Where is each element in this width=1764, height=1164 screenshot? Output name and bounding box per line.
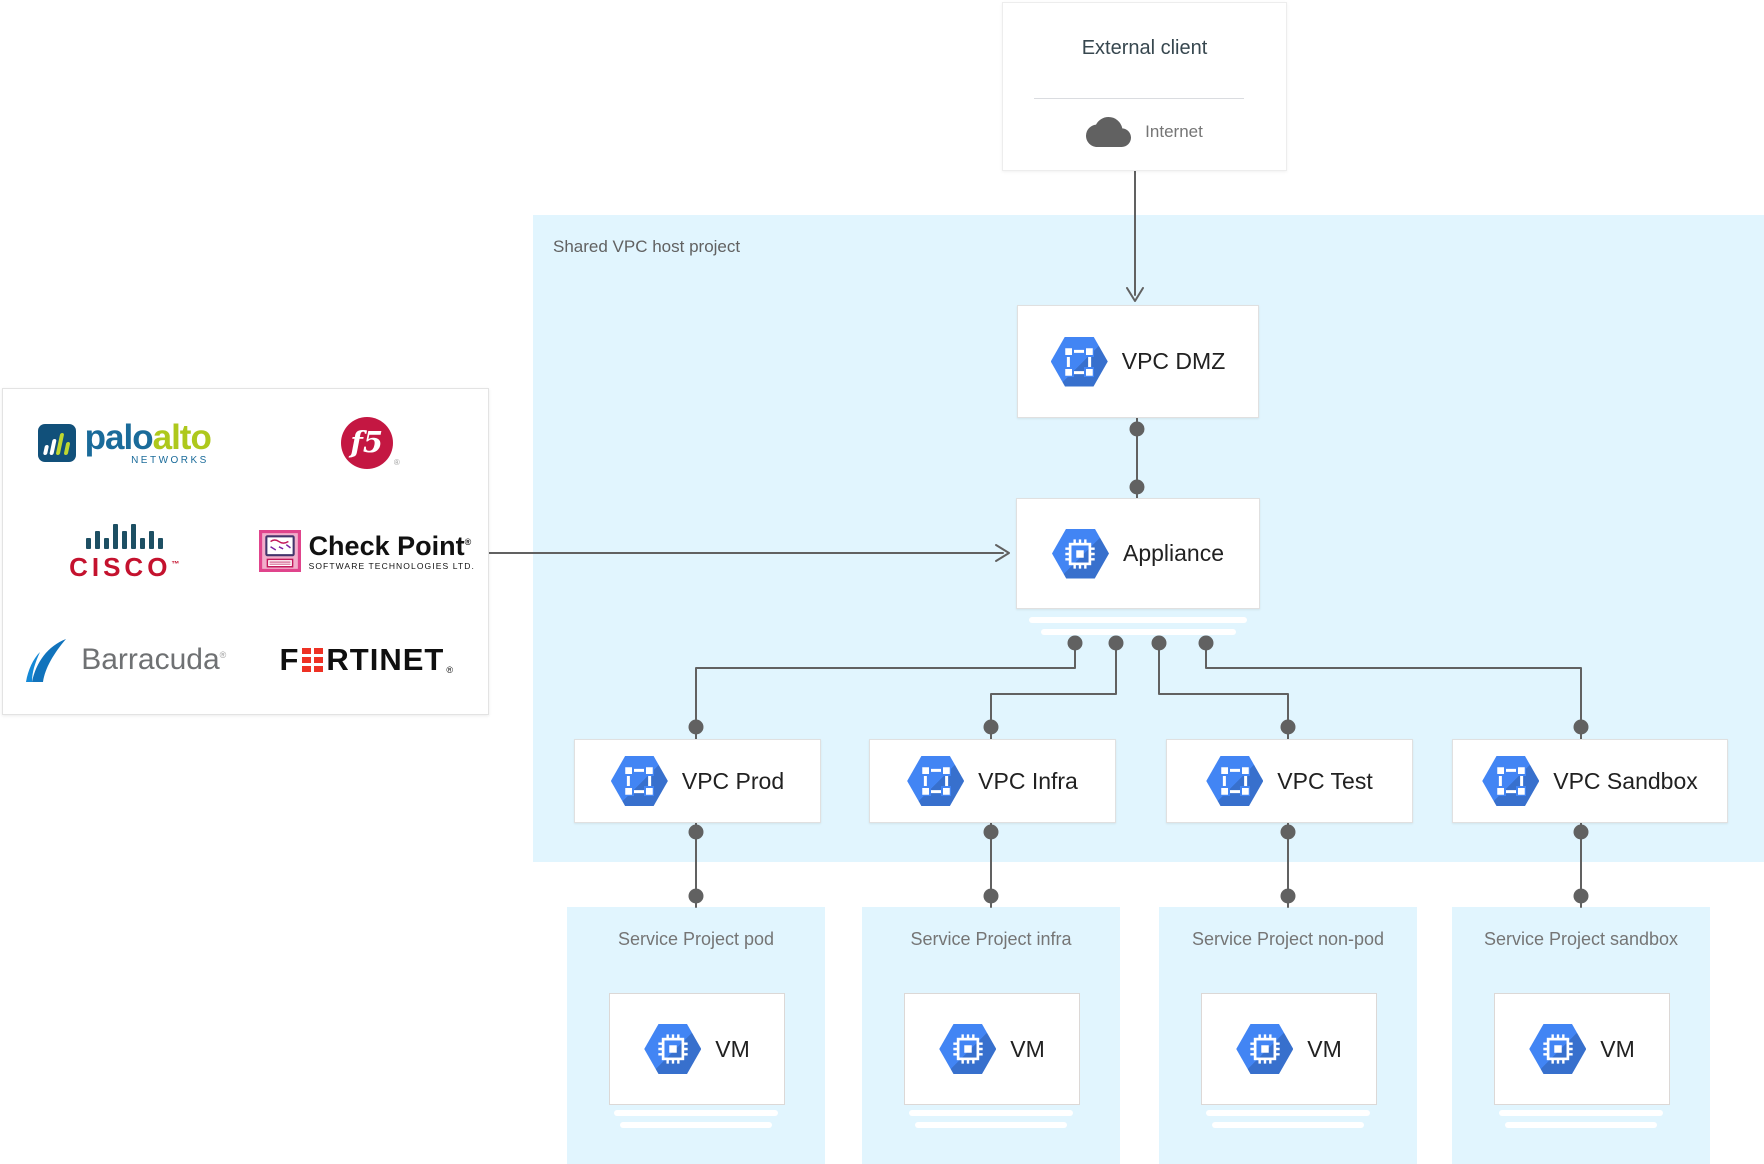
vm-stack-layer: [1206, 1110, 1370, 1116]
service-project-label: Service Project sandbox: [1483, 929, 1679, 949]
compute-chip-icon: [1236, 1024, 1293, 1074]
cloud-icon: [1086, 117, 1132, 147]
node-vpc-infra: VPC Infra: [869, 739, 1116, 823]
external-client-title: External client: [1081, 37, 1208, 59]
cisco-wordmark: CISCO: [69, 551, 172, 582]
service-project-label: Service Project non-pod: [1191, 929, 1385, 949]
vm-stack-layer: [614, 1110, 778, 1116]
vm-label: VM: [715, 1035, 750, 1062]
compute-chip-icon: [1529, 1024, 1586, 1074]
vendor-cisco: CISCO™: [3, 497, 246, 605]
divider: [1034, 98, 1244, 99]
vpc-network-icon: [611, 756, 668, 806]
vpc-network-icon: [1482, 756, 1539, 806]
vpc-network-icon: [1206, 756, 1263, 806]
vm-node: VM: [609, 993, 785, 1105]
vm-label: VM: [1307, 1035, 1342, 1062]
vm-node: VM: [1201, 993, 1377, 1105]
node-label: VPC Test: [1277, 767, 1373, 794]
appliance-stack-layer: [1029, 617, 1247, 623]
node-label: VPC Sandbox: [1553, 767, 1698, 794]
node-vpc-sandbox: VPC Sandbox: [1452, 739, 1728, 823]
compute-chip-icon: [939, 1024, 996, 1074]
vendor-fortinet: F RTINET ®: [246, 606, 489, 714]
vendor-check-point: Check Point® SOFTWARE TECHNOLOGIES LTD.: [246, 497, 489, 605]
internet-label: Internet: [1145, 122, 1203, 141]
node-vpc-prod: VPC Prod: [574, 739, 821, 823]
service-project-label: Service Project pod: [617, 929, 775, 949]
service-project-non-pod-card: Service Project non-pod VM: [1159, 907, 1417, 1164]
vendor-palo-alto: paloalto NETWORKS: [3, 389, 246, 497]
vm-node: VM: [904, 993, 1080, 1105]
vendor-f5: f5 ®: [246, 389, 489, 497]
node-label: Appliance: [1122, 540, 1225, 566]
node-appliance: Appliance: [1016, 498, 1260, 609]
fortinet-o-icon: [302, 647, 324, 672]
external-client-card: External client Internet: [1002, 2, 1287, 171]
vendor-barracuda: Barracuda®: [3, 606, 246, 714]
palo-alto-word2: alto: [152, 418, 212, 458]
vm-stack-layer: [1499, 1110, 1663, 1116]
service-project-label: Service Project infra: [910, 929, 1072, 949]
palo-alto-logo-icon: [37, 424, 76, 463]
barracuda-logo-icon: [26, 638, 67, 682]
fortinet-wordmark: F RTINET ®: [279, 641, 454, 677]
vpc-network-icon: [907, 756, 964, 806]
vendor-appliances-card: paloalto NETWORKS f5 ® CISCO™: [2, 388, 489, 715]
appliance-stack-layer: [1041, 629, 1236, 635]
cisco-bridge-icon: [85, 523, 163, 549]
service-project-pod-card: Service Project pod VM: [567, 907, 825, 1164]
compute-chip-icon: [1052, 529, 1109, 579]
service-project-sandbox-card: Service Project sandbox VM: [1452, 907, 1710, 1164]
host-project-label: Shared VPC host project: [553, 237, 741, 256]
node-label: VPC DMZ: [1121, 348, 1226, 374]
service-project-infra-card: Service Project infra VM: [862, 907, 1120, 1164]
check-point-wordmark: Check Point: [308, 530, 465, 561]
node-label: VPC Prod: [681, 767, 785, 794]
vm-stack-layer: [620, 1122, 772, 1128]
node-vpc-dmz: VPC DMZ: [1017, 305, 1259, 418]
f5-logo-icon: f5 ®: [340, 417, 400, 470]
barracuda-wordmark: Barracuda: [81, 642, 220, 676]
palo-alto-sub: NETWORKS: [131, 455, 209, 467]
check-point-logo-icon: [258, 530, 301, 573]
vm-stack-layer: [1212, 1122, 1364, 1128]
node-vpc-test: VPC Test: [1166, 739, 1413, 823]
vm-label: VM: [1010, 1035, 1045, 1062]
palo-alto-word1: palo: [84, 418, 154, 458]
compute-chip-icon: [644, 1024, 701, 1074]
vm-stack-layer: [915, 1122, 1067, 1128]
vm-label: VM: [1600, 1035, 1635, 1062]
vm-stack-layer: [909, 1110, 1073, 1116]
vm-node: VM: [1494, 993, 1670, 1105]
node-label: VPC Infra: [978, 767, 1078, 794]
vpc-network-icon: [1051, 337, 1108, 387]
vm-stack-layer: [1505, 1122, 1657, 1128]
check-point-sub: SOFTWARE TECHNOLOGIES LTD.: [308, 560, 475, 571]
